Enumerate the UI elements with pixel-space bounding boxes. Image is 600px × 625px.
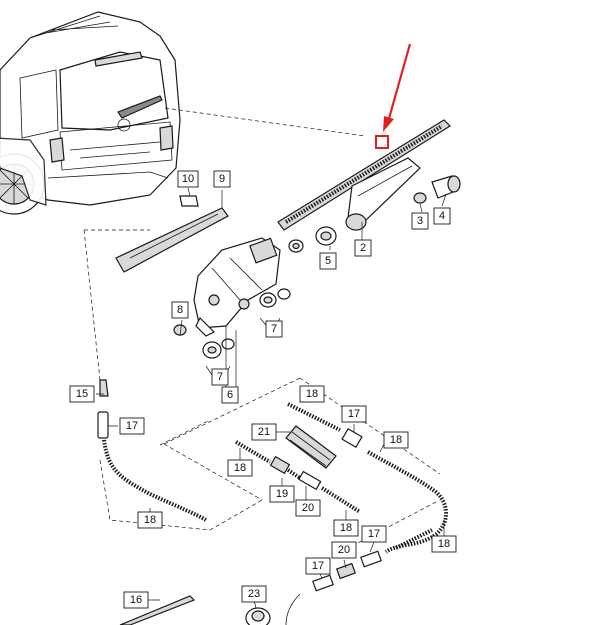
callout-label: 18: [438, 538, 450, 550]
callout-15: 15: [69, 385, 95, 403]
bushing-5: [288, 226, 337, 253]
callout-7-lower: 7: [211, 368, 229, 386]
callout-18-right: 18: [383, 431, 409, 449]
callout-label: 3: [417, 215, 423, 227]
callout-label: 16: [130, 594, 142, 606]
callout-label: 8: [177, 304, 183, 316]
callout-17-lower: 17: [361, 525, 387, 543]
nut-3: [413, 192, 427, 204]
callout-18-top: 18: [299, 385, 325, 403]
hose-center: [234, 402, 449, 625]
wiper-motor: [193, 237, 281, 337]
callout-label: 17: [368, 528, 380, 540]
wiper-arm: [345, 157, 421, 231]
callout-label: 6: [227, 389, 233, 401]
callout-4: 4: [433, 207, 451, 225]
hose-frame-center: [163, 377, 441, 547]
callout-18-far-right: 18: [431, 535, 457, 553]
callout-23: 23: [241, 585, 267, 603]
hose-left: [97, 379, 208, 523]
callout-label: 10: [182, 173, 194, 185]
callout-label: 18: [306, 388, 318, 400]
callout-label: 23: [248, 588, 260, 600]
highlight-marker: [375, 135, 389, 149]
callout-18-left: 18: [137, 511, 163, 529]
callout-17-bottom: 17: [305, 557, 331, 575]
bushing-7-right: [259, 288, 291, 308]
callout-2: 2: [354, 239, 372, 257]
trim-16: [119, 595, 196, 625]
callout-21: 21: [251, 423, 277, 441]
pump-23: [245, 607, 271, 625]
vehicle-illustration: [0, 11, 181, 215]
cap-4: [431, 175, 461, 199]
callout-3: 3: [411, 212, 429, 230]
callout-label: 18: [234, 462, 246, 474]
callout-5: 5: [319, 252, 337, 270]
callout-label: 4: [439, 210, 445, 222]
callout-label: 18: [340, 522, 352, 534]
callout-9: 9: [213, 170, 231, 188]
callout-layer: 10 9 2 3 4 5 8 7 7 6 15 17 18 18 17 21 1…: [69, 170, 457, 609]
callout-17-left: 17: [119, 417, 145, 435]
callout-label: 5: [325, 255, 331, 267]
brake-light-9: [115, 207, 229, 273]
red-arrow: [383, 43, 412, 132]
callout-8: 8: [171, 301, 189, 319]
callout-label: 7: [217, 371, 223, 383]
callout-19: 19: [269, 485, 295, 503]
callout-label: 20: [302, 502, 314, 514]
callout-label: 15: [76, 388, 88, 400]
callout-label: 17: [348, 408, 360, 420]
callout-label: 7: [271, 323, 277, 335]
filter-21: [285, 425, 337, 469]
callout-label: 9: [219, 173, 225, 185]
callout-10: 10: [177, 170, 199, 188]
callout-16: 16: [123, 591, 149, 609]
callout-label: 17: [312, 560, 324, 572]
callout-label: 19: [276, 488, 288, 500]
callout-20-mid: 20: [295, 499, 321, 517]
callout-label: 17: [126, 420, 138, 432]
callout-7-right: 7: [265, 320, 283, 338]
wiper-blade: [277, 119, 451, 231]
callout-label: 20: [338, 544, 350, 556]
callout-18-lower: 18: [333, 519, 359, 537]
callout-label: 18: [390, 434, 402, 446]
callout-label: 2: [360, 242, 366, 254]
reference-line-vehicle: [164, 107, 366, 137]
bushing-7-lower: [202, 338, 235, 359]
callout-20-lower: 20: [331, 541, 357, 559]
callout-label: 21: [258, 426, 270, 438]
callout-17-top: 17: [341, 405, 367, 423]
bulb-10: [179, 195, 199, 207]
callout-18-mid: 18: [227, 459, 253, 477]
callout-label: 18: [144, 514, 156, 526]
callout-6: 6: [221, 386, 239, 404]
